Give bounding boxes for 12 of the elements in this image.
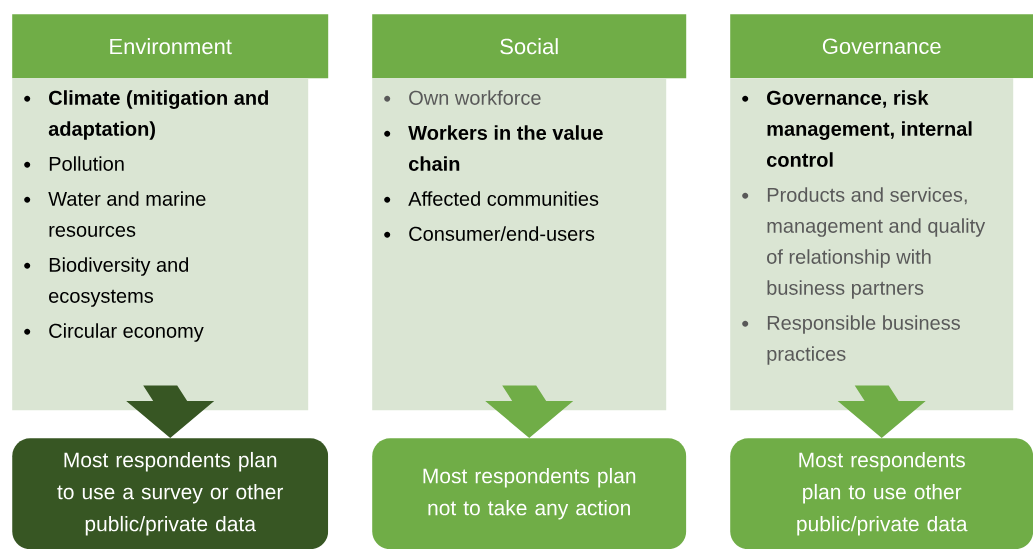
arrow bbox=[126, 385, 215, 438]
result-box: Most respondents plan not to take any action bbox=[372, 438, 687, 549]
header-band: Governance bbox=[730, 14, 1033, 79]
header-band: Environment bbox=[12, 14, 329, 79]
result-box: Most respondents plan to use a survey or other public/private data bbox=[12, 438, 329, 549]
bullet-panel: Governance, risk management, internal control Products and services, management and quality of relationship with business partners Responsible business practices bbox=[730, 78, 1014, 411]
arrow bbox=[837, 385, 926, 438]
header-band: Social bbox=[372, 14, 687, 79]
result-box: Most respondents plan to use other public/private data bbox=[730, 438, 1033, 549]
bullet-panel: Climate (mitigation and adaptation) Pollution Water and marine resources Biodiversity and ecosystems Circular economy bbox=[12, 78, 309, 411]
arrow bbox=[485, 385, 574, 438]
bullet-panel: Own workforce Workers in the value chain Affected communities Consumer/end-users bbox=[372, 78, 667, 411]
